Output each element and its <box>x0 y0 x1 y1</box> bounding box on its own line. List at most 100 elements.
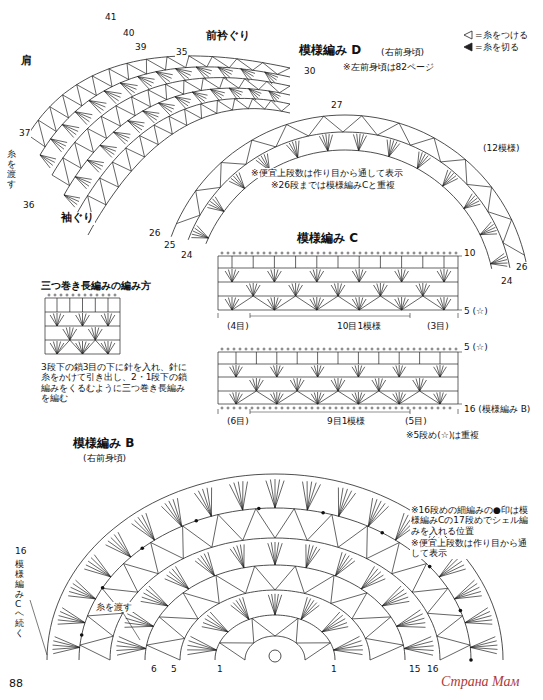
stitch-line <box>382 597 408 606</box>
stitch-line <box>335 554 345 576</box>
note-text: 3段下の鎖3目の下に針を入れ、針に糸をかけて引き出し、2・1段下の鎖編みをくるむ… <box>40 362 192 403</box>
stitch-line <box>253 296 274 310</box>
stitch-line <box>353 134 358 150</box>
stitch-line <box>420 348 421 351</box>
stitch-line <box>270 394 276 404</box>
stitch-line <box>192 92 202 104</box>
stitch-line <box>399 123 410 145</box>
stitch-line <box>293 349 296 350</box>
stitch-line <box>100 178 119 187</box>
stitch-line <box>258 348 259 351</box>
stitch-line <box>377 349 380 350</box>
stitch-line <box>361 566 374 589</box>
stitch-line <box>215 197 224 212</box>
stitch-line <box>207 615 228 632</box>
stitch-line <box>312 348 313 351</box>
stitch-line <box>318 391 338 404</box>
stitch-line <box>54 295 57 296</box>
stitch-line <box>311 367 317 377</box>
stitch-line <box>301 599 311 620</box>
stitch-line <box>112 162 131 171</box>
stitch-line <box>250 284 254 297</box>
stitch-line <box>480 231 497 235</box>
stitch-line <box>229 88 240 98</box>
stitch-line <box>458 409 459 414</box>
stitch-line <box>317 270 321 283</box>
stitch-line <box>120 298 121 354</box>
stitch-line <box>361 569 378 589</box>
stitch-line <box>243 597 249 619</box>
stitch-line <box>422 256 423 268</box>
stitch-line <box>338 296 359 310</box>
stitch-line <box>296 296 317 310</box>
stitch-line <box>210 201 224 211</box>
stitch-line <box>233 393 236 405</box>
stitch-line <box>416 285 423 296</box>
stitch-line <box>83 315 90 326</box>
stitch-line <box>270 407 271 410</box>
chart-title: 三つ巻き長編みの編み方 <box>40 280 152 292</box>
stitch-line <box>220 78 224 89</box>
stitch-line <box>88 129 107 139</box>
stitch-line <box>339 491 352 517</box>
marker-dot <box>101 586 105 590</box>
stitch-line <box>299 253 302 254</box>
stitch-line <box>60 295 63 296</box>
marker-dot <box>80 633 84 637</box>
stitch-line <box>212 515 218 548</box>
stitch-line <box>410 313 411 318</box>
stitch-line <box>296 285 303 296</box>
stitch-line <box>374 285 381 296</box>
stitch-line <box>89 101 101 114</box>
stitch-line <box>353 408 356 409</box>
stitch-line <box>66 295 69 296</box>
stitch-line <box>185 109 202 118</box>
stitch-line <box>375 379 379 392</box>
stitch-line <box>384 252 385 255</box>
stitch-line <box>243 509 256 541</box>
stitch-line <box>294 348 295 351</box>
stitch-line <box>491 260 508 264</box>
stitch-line <box>470 641 496 648</box>
stitch-line <box>100 145 114 154</box>
stitch-line <box>176 69 189 79</box>
stitch-line <box>239 79 245 88</box>
callout-number: 24 <box>500 276 513 286</box>
stitch-line <box>88 196 106 205</box>
stitch-line <box>440 367 446 377</box>
stitch-line <box>348 252 349 255</box>
stitch-line <box>182 526 184 559</box>
stitch-line <box>396 366 399 378</box>
stitch-line <box>268 271 275 282</box>
stitch-line <box>480 227 495 234</box>
note-text: ※左前身頃は82ページ <box>342 62 435 72</box>
stitch-line <box>172 569 189 589</box>
stitch-line <box>413 380 420 391</box>
stitch-line <box>166 84 167 99</box>
stitch-line <box>329 349 332 350</box>
stitch-line <box>299 349 302 350</box>
chart-title: 模様編み D <box>298 44 362 58</box>
stitch-line <box>275 481 284 508</box>
stitch-line <box>233 408 236 409</box>
stitch-line <box>341 349 344 350</box>
stitch-line <box>258 252 259 255</box>
callout-number: 26 <box>148 228 161 238</box>
stitch-line <box>63 158 70 186</box>
stitch-line <box>378 252 379 255</box>
stitch-line <box>239 349 242 350</box>
stitch-line <box>239 408 242 409</box>
stitch-line <box>317 296 338 310</box>
stitch-line <box>420 391 440 404</box>
stitch-line <box>232 296 253 310</box>
stitch-line <box>236 367 242 377</box>
stitch-line <box>276 252 277 255</box>
stitch-line <box>465 623 492 625</box>
stitch-line <box>274 271 281 282</box>
stitch-line <box>45 298 46 354</box>
stitch-line <box>183 526 212 547</box>
stitch-line <box>359 349 362 350</box>
stitch-line <box>211 488 212 517</box>
stitch-line <box>401 253 404 254</box>
